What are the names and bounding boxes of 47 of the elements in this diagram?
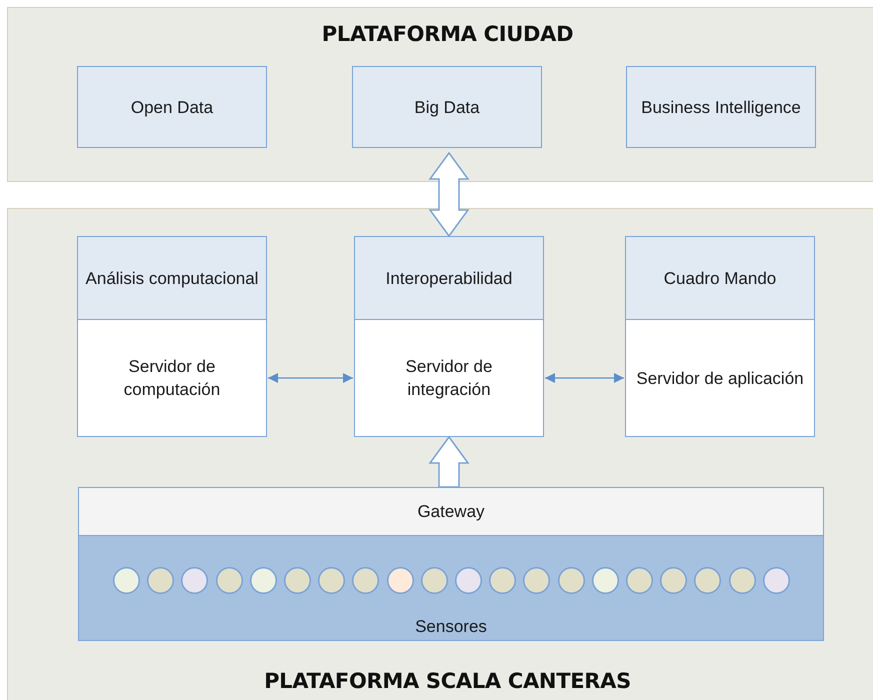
sensor-panel	[78, 536, 824, 641]
card-header: Interoperabilidad	[355, 237, 543, 320]
module-box	[77, 66, 267, 148]
block-arrow	[428, 152, 470, 238]
sensor-circle	[216, 567, 243, 594]
module-label: Business Intelligence	[641, 96, 801, 118]
sensor-circle	[728, 567, 756, 594]
block-arrow	[428, 436, 470, 488]
double-arrow	[268, 373, 353, 383]
sensor-circle	[523, 567, 550, 594]
gateway-label: Gateway	[417, 501, 485, 523]
sensor-circle	[181, 567, 208, 594]
sensor-circle	[318, 567, 346, 594]
server-label: Servidor de computación	[122, 356, 222, 401]
sensor-circle	[558, 567, 585, 594]
double-arrow	[545, 373, 624, 383]
server-card	[77, 236, 267, 437]
sensor-circle	[592, 567, 619, 594]
module-box	[626, 66, 816, 148]
module-label: Big Data	[414, 96, 480, 118]
card-header: Análisis computacional	[78, 237, 266, 320]
server-label: Servidor de aplicación	[635, 368, 805, 390]
sensor-label: Sensores	[414, 616, 488, 638]
sensor-circle	[352, 567, 380, 594]
panel-title: PLATAFORMA CIUDAD	[320, 22, 574, 46]
sensor-circle	[250, 567, 277, 594]
sensor-circle	[489, 567, 516, 594]
sensor-circle	[455, 567, 482, 594]
server-label: Servidor de integración	[404, 356, 494, 401]
platform-panel	[7, 208, 873, 700]
server-card	[354, 236, 544, 437]
gateway-bar	[78, 487, 824, 536]
server-card	[625, 236, 815, 437]
card-header: Cuadro Mando	[626, 237, 814, 320]
sensor-circle	[694, 567, 722, 594]
panel-title: PLATAFORMA SCALA CANTERAS	[263, 669, 632, 693]
sensor-circle	[420, 567, 448, 594]
sensor-circle	[386, 567, 414, 594]
sensor-circle	[626, 567, 653, 594]
module-box	[352, 66, 542, 148]
platform-panel	[7, 7, 873, 182]
sensor-circle	[762, 567, 790, 594]
sensor-circle	[113, 567, 140, 594]
sensor-circle	[147, 567, 174, 594]
sensor-circle	[660, 567, 688, 594]
sensor-circle	[284, 567, 311, 594]
module-label: Open Data	[130, 96, 214, 118]
